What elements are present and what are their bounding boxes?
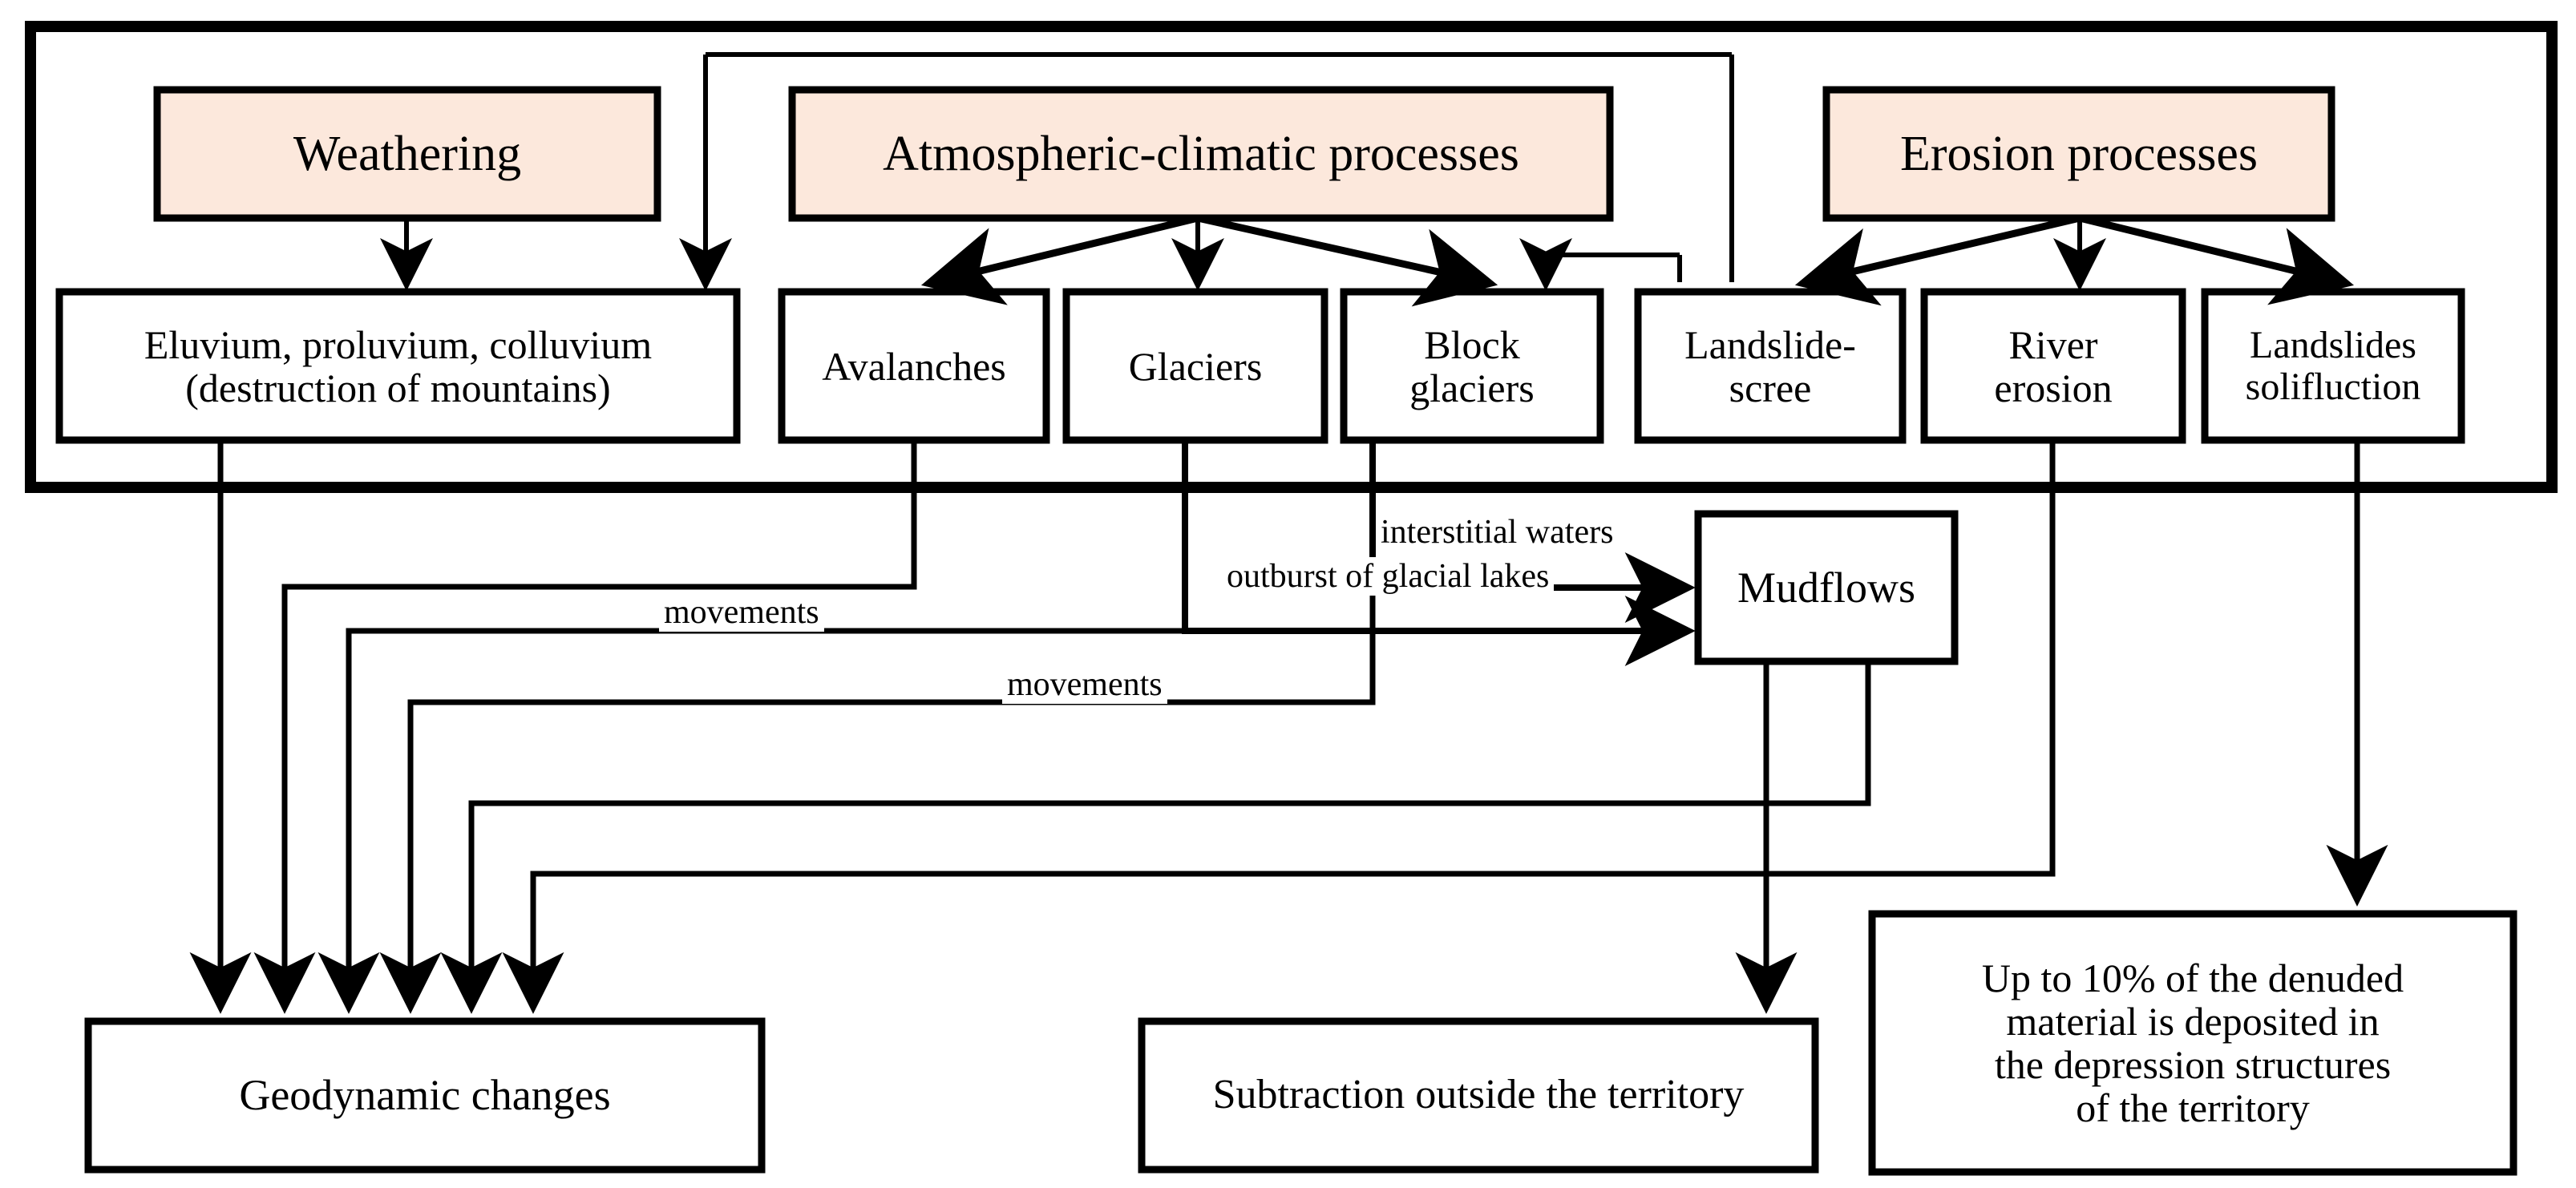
- node-avalanches-box[interactable]: [778, 288, 1050, 444]
- node-atmospheric-box[interactable]: [788, 86, 1614, 222]
- edge-label-movements-2: movements: [1002, 665, 1167, 704]
- node-subtraction-outside-box[interactable]: [1138, 1017, 1819, 1174]
- edge-river-erosion-geodynamic: [502, 440, 2056, 1014]
- node-weathering-box[interactable]: [153, 86, 661, 222]
- edge-erosion-landslide-scree: [1794, 214, 2081, 306]
- edge-atmospheric-avalanches: [920, 214, 1199, 305]
- node-eluvium-box[interactable]: [55, 288, 741, 444]
- node-landslide-scree-box[interactable]: [1634, 288, 1907, 444]
- node-landslides-solifluction-box[interactable]: [2201, 288, 2465, 444]
- node-glaciers-box[interactable]: [1062, 288, 1328, 444]
- edge-block-glaciers-geodynamic: [379, 440, 1376, 1014]
- edge-atmospheric-block-glaciers: [1197, 214, 1498, 307]
- process-group-frame: [25, 21, 2558, 493]
- edge-label-outburst-glacial-lakes: outburst of glacial lakes: [1222, 557, 1555, 596]
- node-mudflows-box[interactable]: [1694, 510, 1959, 665]
- node-deposited-material-box[interactable]: [1868, 910, 2517, 1176]
- node-erosion-box[interactable]: [1822, 86, 2335, 222]
- edge-avalanches-geodynamic: [253, 440, 917, 1014]
- edge-erosion-landslides-solifluction: [2078, 214, 2355, 305]
- edge-label-movements-1: movements: [659, 593, 824, 632]
- node-geodynamic-changes-box[interactable]: [84, 1017, 766, 1174]
- edge-atmospheric-block-hook: [1519, 238, 1680, 291]
- node-block-glaciers-box[interactable]: [1340, 288, 1604, 444]
- node-river-erosion-box[interactable]: [1920, 288, 2186, 444]
- edge-mudflows-geodynamic: [440, 661, 1871, 1014]
- edge-label-interstitial-waters: interstitial waters: [1376, 513, 1619, 552]
